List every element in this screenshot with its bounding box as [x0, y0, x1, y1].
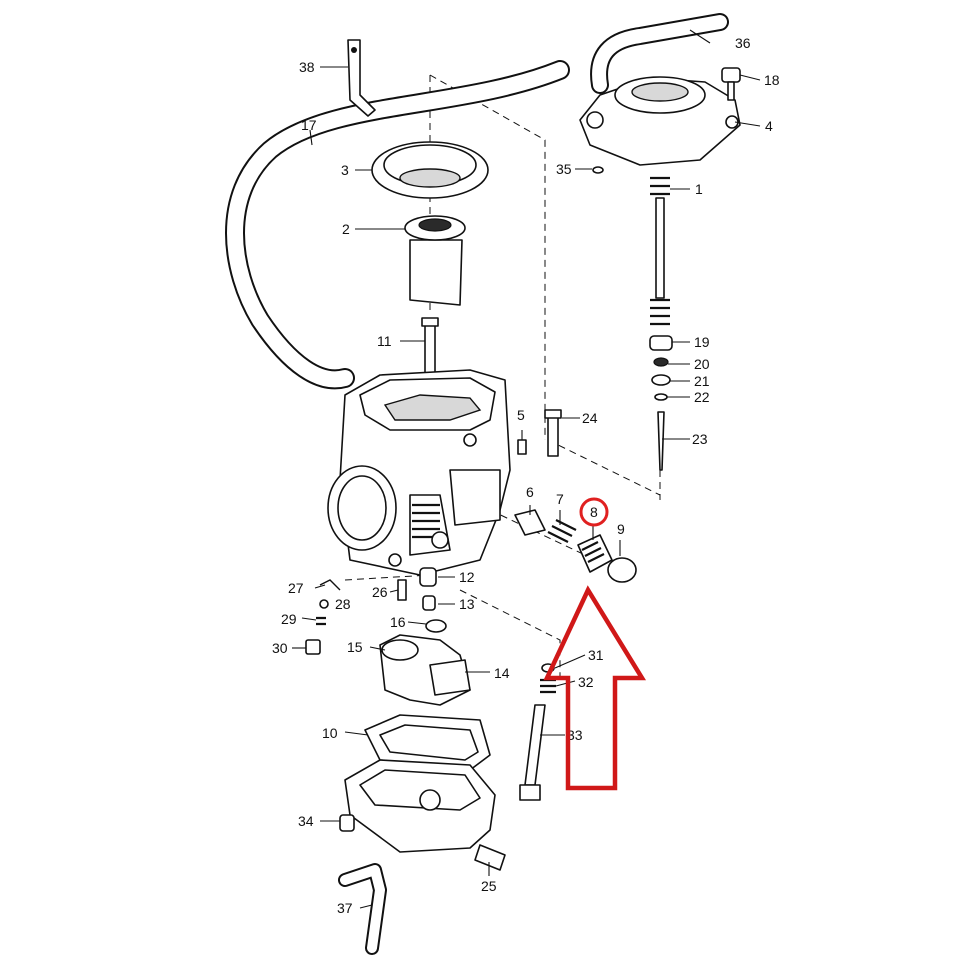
label-23: 23 [692, 431, 708, 447]
accelerator-pump-14-15 [379, 634, 471, 706]
parts-6-9 [514, 509, 637, 583]
label-14: 14 [494, 665, 510, 681]
label-4: 4 [765, 118, 773, 134]
label-20: 20 [694, 356, 710, 372]
label-16: 16 [390, 614, 406, 630]
bracket-38 [347, 39, 376, 117]
top-cover-4 [579, 76, 741, 166]
label-21: 21 [694, 373, 710, 389]
piston-2 [404, 215, 466, 306]
screw-5 [517, 439, 527, 455]
label-35: 35 [556, 161, 572, 177]
jet-needle-23 [657, 411, 665, 471]
label-19: 19 [694, 334, 710, 350]
highlight-circle-part-8 [579, 497, 609, 527]
label-38: 38 [299, 59, 315, 75]
screw-18 [721, 67, 741, 101]
label-33: 33 [567, 727, 583, 743]
label-24: 24 [582, 410, 598, 426]
leader-lines [292, 29, 761, 909]
label-11: 11 [377, 333, 392, 349]
label-8: 8 [590, 504, 598, 520]
label-32: 32 [578, 674, 594, 690]
hose-37 [338, 863, 387, 955]
label-28: 28 [335, 596, 351, 612]
screw-assembly-31-33 [519, 663, 556, 801]
gasket-10 [364, 714, 491, 771]
label-10: 10 [322, 725, 338, 741]
float-bowl [344, 759, 496, 853]
label-34: 34 [298, 813, 314, 829]
carburetor-body [327, 369, 511, 576]
hose-36 [590, 13, 729, 94]
label-18: 18 [764, 72, 780, 88]
pin-24 [544, 409, 562, 457]
label-9: 9 [617, 521, 625, 537]
highlight-arrow [543, 585, 647, 791]
small-parts-26-30 [305, 579, 407, 655]
hose-17 [225, 60, 570, 390]
screw-34 [339, 814, 355, 832]
label-31: 31 [588, 647, 604, 663]
label-15: 15 [347, 639, 363, 655]
diaphragm-3 [371, 141, 489, 199]
clip-35 [592, 166, 604, 174]
screw-25 [474, 844, 506, 871]
label-37: 37 [337, 900, 353, 916]
needle-parts [649, 335, 673, 401]
label-30: 30 [272, 640, 288, 656]
label-13: 13 [459, 596, 475, 612]
spring-1 [650, 176, 670, 326]
parts-12-13 [419, 567, 437, 611]
label-6: 6 [526, 484, 534, 500]
label-12: 12 [459, 569, 475, 585]
label-26: 26 [372, 584, 388, 600]
label-22: 22 [694, 389, 710, 405]
label-1: 1 [695, 181, 703, 197]
part-labels: 1 2 3 4 5 6 7 8 9 10 11 12 13 14 15 16 1… [272, 35, 780, 916]
highlight-annotation [543, 497, 647, 791]
label-29: 29 [281, 611, 297, 627]
label-7: 7 [556, 491, 564, 507]
label-5: 5 [517, 407, 525, 423]
label-3: 3 [341, 162, 349, 178]
label-36: 36 [735, 35, 751, 51]
label-17: 17 [301, 117, 317, 133]
o-ring-16 [425, 619, 447, 633]
label-2: 2 [342, 221, 350, 237]
label-25: 25 [481, 878, 497, 894]
label-27: 27 [288, 580, 304, 596]
